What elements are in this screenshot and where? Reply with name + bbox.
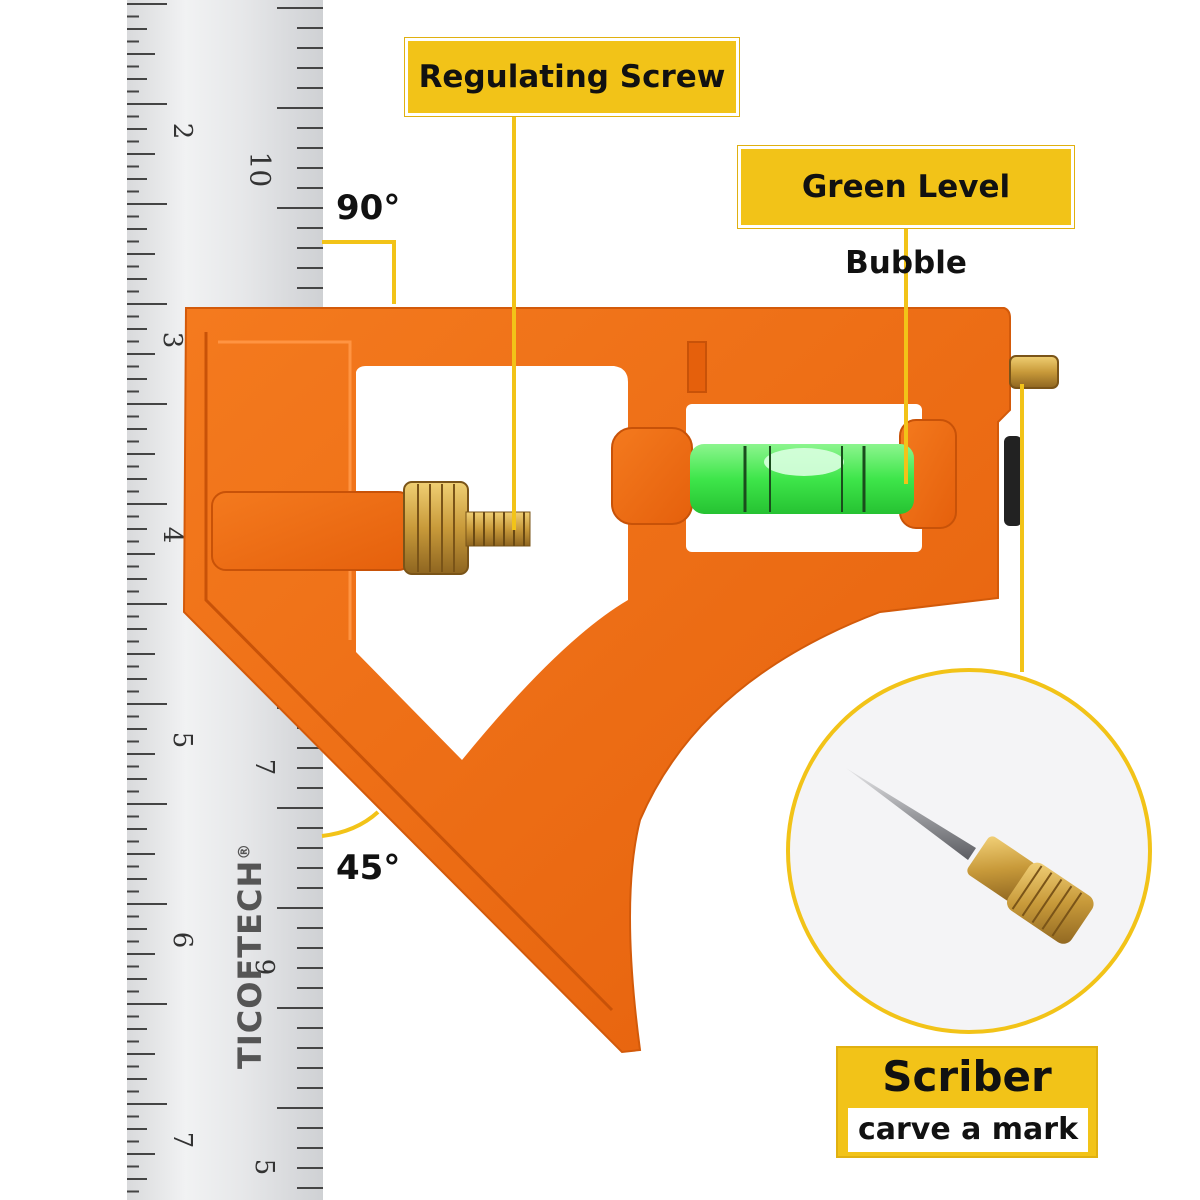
scriber-image — [846, 768, 1094, 944]
scriber-knob — [967, 836, 1094, 944]
scriber-title: Scriber — [882, 1052, 1052, 1101]
green-level-bubble-label: Green Level Bubble — [738, 146, 1074, 281]
scriber-inset — [786, 668, 1152, 1034]
angle-90-label: 90° — [336, 188, 401, 228]
green-bubble-leader — [904, 222, 908, 484]
square-window — [356, 366, 628, 760]
scriber-pin — [846, 768, 976, 860]
scriber-subtitle: carve a mark — [848, 1108, 1088, 1152]
screw-nut — [403, 481, 469, 575]
scriber-label: Scriber carve a mark — [836, 1046, 1098, 1158]
regulating-screw-leader — [512, 110, 516, 530]
scriber-leader — [1020, 384, 1024, 672]
angle-45-label: 45° — [336, 848, 401, 888]
level-bubble — [764, 448, 844, 476]
screw-thread — [465, 511, 531, 547]
regulating-screw-label: Regulating Screw — [405, 38, 739, 116]
angle-90-marker — [322, 240, 396, 304]
angle-45-marker — [321, 810, 380, 838]
